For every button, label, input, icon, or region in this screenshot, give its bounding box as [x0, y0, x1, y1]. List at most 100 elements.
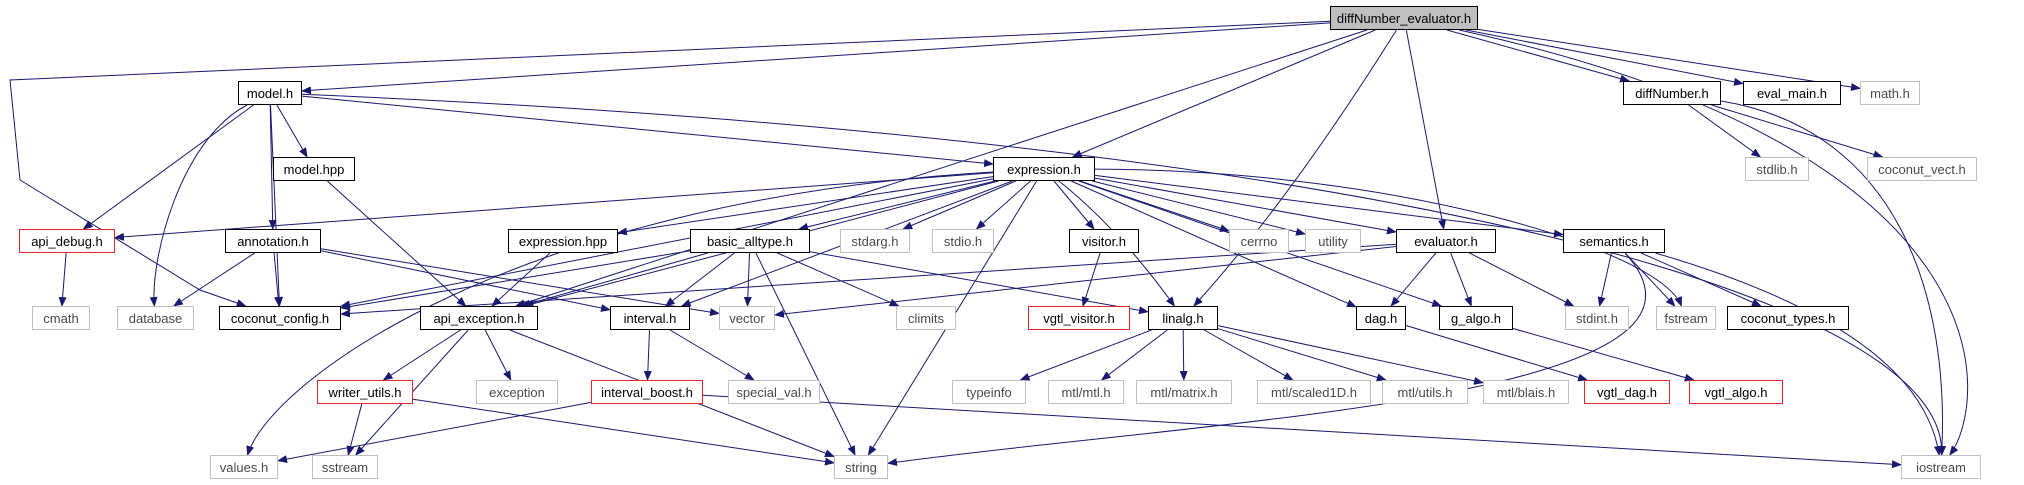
- node-api-exception-h[interactable]: api_exception.h: [420, 306, 538, 330]
- node-writer-utils-h[interactable]: writer_utils.h: [317, 380, 413, 404]
- edge-api_debug_h-to-cmath: [58, 252, 67, 307]
- node-vgtl-dag-h[interactable]: vgtl_dag.h: [1584, 380, 1670, 404]
- edge-root-to-expression_h: [1071, 29, 1376, 158]
- node-vector: vector: [719, 306, 775, 330]
- edge-diffNumber_h-to-stdlib_h: [1688, 104, 1762, 158]
- node-typeinfo: typeinfo: [952, 380, 1026, 404]
- node-fstream: fstream: [1656, 306, 1716, 330]
- edge-expression_h-to-basic_alltype_h: [798, 180, 996, 231]
- edge-root-to-eval_main_h: [1466, 29, 1744, 86]
- edge-diffNumber_h-to-coconut_vect_h: [1711, 104, 1884, 159]
- node-eval-main-h[interactable]: eval_main.h: [1743, 81, 1841, 105]
- edge-expression_h-to-values_h: [246, 171, 994, 456]
- edge-model_h-to-database: [149, 104, 248, 307]
- edge-model_h-to-annotation_h: [268, 104, 277, 230]
- edge-expression_h-to-expression_hpp: [617, 176, 994, 236]
- edge-linalg_h-to-mtl_utils_h: [1217, 328, 1387, 382]
- edge-evaluator_h-to-g_algo_h: [1450, 252, 1472, 307]
- node-expression-hpp[interactable]: expression.hpp: [508, 229, 618, 253]
- node-model-hpp[interactable]: model.hpp: [273, 157, 355, 181]
- node-coconut-types-h[interactable]: coconut_types.h: [1727, 306, 1849, 330]
- node-math-h: math.h: [1860, 81, 1920, 105]
- edge-expression_h-to-visitor_h: [1053, 180, 1095, 230]
- edge-writer_utils_h-to-sstream: [346, 403, 363, 456]
- edge-g_algo_h-to-vgtl_algo_h: [1512, 328, 1695, 382]
- edge-writer_utils_h-to-string: [412, 398, 835, 466]
- node-sstream: sstream: [312, 455, 378, 479]
- node-climits: climits: [896, 306, 956, 330]
- edge-semantics_h-to-iostream: [1655, 252, 1942, 456]
- node-vgtl-visitor-h[interactable]: vgtl_visitor.h: [1028, 306, 1130, 330]
- node-expression-h[interactable]: expression.h: [993, 157, 1095, 181]
- node-semantics-h[interactable]: semantics.h: [1563, 229, 1665, 253]
- edge-expression_h-to-fstream: [1094, 168, 1682, 307]
- edge-annotation_h-to-database: [172, 252, 255, 307]
- edge-model_h-to-expression_h: [301, 95, 994, 168]
- node-mtl-utils-h: mtl/utils.h: [1382, 380, 1468, 404]
- node-interval-h[interactable]: interval.h: [610, 306, 690, 330]
- edge-expression_h-to-stdarg_h: [902, 180, 1016, 230]
- edge-interval_boost_h-to-iostream: [702, 394, 1902, 469]
- node-model-h[interactable]: model.h: [238, 81, 302, 105]
- edge-linalg_h-to-mtl_matrix_h: [1179, 329, 1188, 381]
- node-values-h: values.h: [210, 455, 278, 479]
- node-utility: utility: [1305, 229, 1361, 253]
- edge-basic_alltype_h-to-climits: [777, 252, 900, 307]
- edge-linalg_h-to-mtl_scaled1D_h: [1203, 329, 1294, 381]
- edge-semantics_h-to-stdint_h: [1597, 252, 1612, 307]
- node-stdint-h: stdint.h: [1565, 306, 1629, 330]
- edge-annotation_h-to-coconut_config_h: [273, 252, 283, 307]
- edge-interval_h-to-special_val_h: [669, 329, 755, 381]
- node-stdio-h: stdio.h: [932, 229, 994, 253]
- node-root: diffNumber_evaluator.h: [1330, 6, 1478, 30]
- edge-model_h-to-api_debug_h: [82, 104, 254, 230]
- edge-linalg_h-to-mtl_blais_h: [1217, 325, 1484, 385]
- node-evaluator-h[interactable]: evaluator.h: [1396, 229, 1496, 253]
- node-mtl-mtl-h: mtl/mtl.h: [1048, 380, 1124, 404]
- edge-root-to-math_h: [1477, 28, 1861, 91]
- node-database: database: [117, 306, 194, 330]
- node-coconut-config-h[interactable]: coconut_config.h: [219, 306, 341, 330]
- node-coconut-vect-h: coconut_vect.h: [1867, 157, 1977, 181]
- edge-expression_h-to-utility: [1092, 180, 1306, 236]
- edge-interval_boost_h-to-values_h: [277, 401, 592, 463]
- node-api-debug-h[interactable]: api_debug.h: [19, 229, 115, 253]
- node-vgtl-algo-h[interactable]: vgtl_algo.h: [1689, 380, 1783, 404]
- node-mtl-blais-h: mtl/blais.h: [1483, 380, 1569, 404]
- node-special-val-h: special_val.h: [728, 380, 820, 404]
- edge-model_hpp-to-api_exception_h: [326, 180, 467, 307]
- node-visitor-h[interactable]: visitor.h: [1069, 229, 1139, 253]
- edge-expression_h-to-semantics_h: [1094, 174, 1564, 238]
- edge-basic_alltype_h-to-string: [755, 252, 856, 456]
- edge-root-to-evaluator_h: [1405, 29, 1446, 230]
- edge-model_h-to-model_hpp: [276, 104, 308, 158]
- edge-expression_h-to-cerrno: [1079, 180, 1230, 232]
- edge-semantics_h-to-coconut_types_h: [1640, 252, 1762, 307]
- edge-visitor_h-to-vgtl_visitor_h: [1081, 252, 1101, 307]
- edge-expression_h-to-dag_h: [1070, 180, 1357, 308]
- edge-evaluator_h-to-coconut_config_h: [340, 243, 1397, 318]
- edge-evaluator_h-to-stdint_h: [1469, 252, 1575, 307]
- node-diffNumber-h[interactable]: diffNumber.h: [1623, 81, 1721, 105]
- edge-basic_alltype_h-to-vector: [743, 252, 752, 307]
- edge-expression_h-to-evaluator_h: [1094, 177, 1397, 235]
- node-basic-alltype-h[interactable]: basic_alltype.h: [690, 229, 810, 253]
- edge-model_h-to-iostream: [301, 93, 1947, 456]
- edge-basic_alltype_h-to-interval_h: [664, 252, 735, 307]
- node-mtl-matrix-h: mtl/matrix.h: [1136, 380, 1232, 404]
- node-annotation-h[interactable]: annotation.h: [225, 229, 321, 253]
- edge-expression_hpp-to-api_exception_h: [491, 252, 551, 307]
- node-g-algo-h[interactable]: g_algo.h: [1439, 306, 1513, 330]
- node-dag-h[interactable]: dag.h: [1356, 306, 1406, 330]
- node-exception: exception: [476, 380, 558, 404]
- node-linalg-h[interactable]: linalg.h: [1148, 306, 1218, 330]
- node-interval-boost-h[interactable]: interval_boost.h: [591, 380, 703, 404]
- edge-root-to-model_h: [301, 22, 1331, 95]
- edge-linalg_h-to-mtl_mtl_h: [1100, 329, 1168, 381]
- edge-basic_alltype_h-to-coconut_config_h: [340, 250, 691, 311]
- edge-linalg_h-to-typeinfo: [1019, 329, 1152, 381]
- edge-model_h-to-coconut_config_h: [270, 104, 284, 307]
- edge-root-to-linalg_h: [1193, 29, 1397, 307]
